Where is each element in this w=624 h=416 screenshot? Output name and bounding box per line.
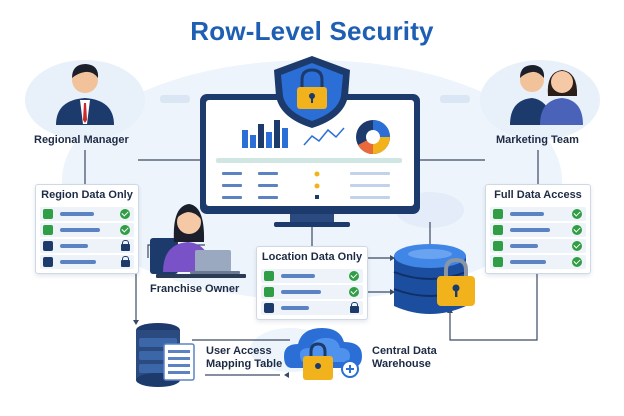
row-marker [43, 241, 53, 251]
row-marker [264, 287, 274, 297]
row-placeholder-bar [60, 244, 88, 248]
cloud-lock-icon [284, 328, 362, 380]
check-icon [572, 209, 582, 219]
row-placeholder-bar [510, 212, 544, 216]
check-icon [120, 209, 130, 219]
row-marker [493, 209, 503, 219]
dashboard-monitor [200, 94, 420, 227]
full-data-card-title: Full Data Access [494, 189, 582, 201]
row-placeholder-bar [281, 274, 315, 278]
franchise-owner-label: Franchise Owner [150, 283, 240, 295]
check-icon [349, 287, 359, 297]
row-placeholder-bar [510, 228, 550, 232]
check-icon [572, 225, 582, 235]
marketing-team-label: Marketing Team [496, 134, 579, 146]
lock-icon [121, 240, 130, 251]
monitor-table-rows [222, 172, 390, 199]
access-row-allowed [261, 269, 363, 283]
row-marker [264, 271, 274, 281]
regional-manager-label: Regional Manager [34, 134, 129, 146]
check-icon [349, 271, 359, 281]
access-row-locked [40, 239, 134, 253]
row-placeholder-bar [510, 260, 546, 264]
row-marker [264, 303, 274, 313]
row-placeholder-bar [281, 306, 309, 310]
row-placeholder-bar [60, 212, 94, 216]
row-placeholder-bar [60, 228, 100, 232]
central-data-warehouse-line-1: Central Data [372, 345, 437, 357]
row-placeholder-bar [281, 290, 321, 294]
check-icon [572, 241, 582, 251]
region-data-card-title: Region Data Only [41, 189, 133, 201]
server-icon [136, 323, 195, 387]
region-data-rows [36, 207, 138, 273]
regional-manager-avatar [56, 64, 114, 125]
row-marker [43, 225, 53, 235]
user-access-mapping-table-line-2: Mapping Table [206, 358, 283, 370]
full-data-rows [486, 207, 590, 273]
franchise-owner-avatar [150, 204, 246, 278]
check-icon [572, 257, 582, 267]
padlock-icon [437, 257, 475, 306]
location-data-card-title: Location Data Only [261, 251, 363, 263]
lock-icon [350, 302, 359, 313]
access-row-allowed [490, 223, 586, 237]
row-marker [493, 241, 503, 251]
row-marker [493, 257, 503, 267]
row-placeholder-bar [60, 260, 96, 264]
bar-chart-widget [242, 120, 288, 148]
access-row-allowed [40, 207, 134, 221]
central-data-warehouse-label: Central Data Warehouse [372, 345, 437, 371]
user-access-mapping-table-line-1: User Access [206, 345, 272, 357]
row-marker [43, 209, 53, 219]
access-row-allowed [40, 223, 134, 237]
access-row-allowed [490, 255, 586, 269]
location-data-card: Location Data Only [256, 246, 368, 320]
pie-chart-widget [356, 120, 390, 154]
row-marker [493, 225, 503, 235]
line-chart-widget [303, 127, 345, 146]
row-placeholder-bar [510, 244, 538, 248]
diagram-title: Row-Level Security [190, 16, 434, 46]
access-row-allowed [490, 207, 586, 221]
shield-lock-icon [274, 56, 350, 128]
check-icon [120, 225, 130, 235]
access-row-allowed [261, 285, 363, 299]
access-row-locked [40, 255, 134, 269]
location-data-rows [257, 269, 367, 319]
marketing-team-avatar [510, 65, 583, 125]
central-data-warehouse-line-2: Warehouse [372, 358, 431, 370]
access-row-locked [261, 301, 363, 315]
lock-icon [121, 256, 130, 267]
region-data-card: Region Data Only [35, 184, 139, 274]
full-data-card: Full Data Access [485, 184, 591, 274]
access-row-allowed [490, 239, 586, 253]
row-marker [43, 257, 53, 267]
user-access-mapping-table-label: User Access Mapping Table [206, 345, 282, 371]
